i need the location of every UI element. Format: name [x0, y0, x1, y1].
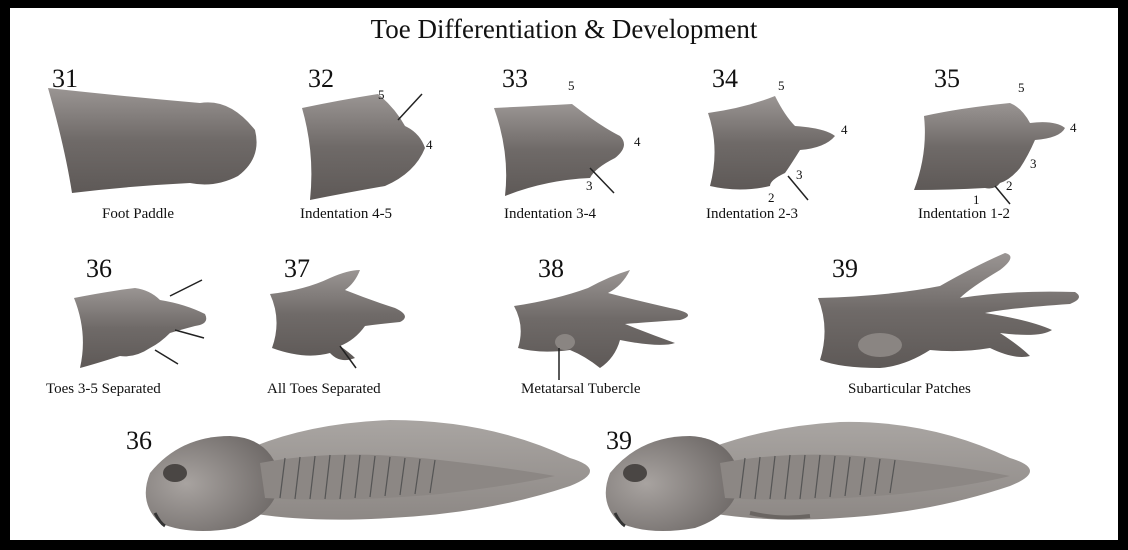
- stage-32-foot: 5 4: [302, 87, 433, 200]
- toe-label: 5: [378, 87, 385, 102]
- toe-label: 2: [1006, 178, 1013, 193]
- tadpole-stage-number: 36: [126, 426, 152, 456]
- toe-label: 3: [796, 167, 803, 182]
- diagram-title: Toe Differentiation & Development: [10, 14, 1118, 45]
- stage-caption: Metatarsal Tubercle: [521, 381, 641, 398]
- stage-36-foot: [74, 280, 206, 368]
- stage-caption: All Toes Separated: [267, 381, 381, 398]
- stage-33-foot: 5 4 3: [494, 78, 641, 196]
- stage-caption: Toes 3-5 Separated: [46, 381, 161, 398]
- toe-label: 3: [586, 178, 593, 193]
- stage-number: 36: [86, 254, 112, 284]
- stage-37-foot: [270, 270, 405, 368]
- toe-label: 4: [1070, 120, 1077, 135]
- stage-34-foot: 5 4 3 2: [708, 78, 848, 205]
- stage-number: 38: [538, 254, 564, 284]
- stage-number: 35: [934, 64, 960, 94]
- stage-caption: Foot Paddle: [102, 206, 174, 223]
- toe-label: 5: [568, 78, 575, 93]
- toe-label: 2: [768, 190, 775, 205]
- stage-38-foot: [514, 270, 688, 380]
- stage-35-foot: 5 4 3 2 1: [914, 80, 1077, 207]
- stage-number: 31: [52, 64, 78, 94]
- stage-caption: Indentation 3-4: [504, 206, 596, 223]
- toe-label: 3: [1030, 156, 1037, 171]
- toe-label: 1: [973, 192, 980, 207]
- toe-label: 5: [778, 78, 785, 93]
- tadpole-39: [606, 422, 1030, 531]
- diagram-panel: 5 4 5 4 3 5 4 3 2 5 4 3 2 1: [10, 8, 1118, 540]
- stage-caption: Indentation 2-3: [706, 206, 798, 223]
- stage-caption: Subarticular Patches: [848, 381, 971, 398]
- stage-number: 39: [832, 254, 858, 284]
- stage-number: 33: [502, 64, 528, 94]
- stage-caption: Indentation 1-2: [918, 206, 1010, 223]
- stage-number: 32: [308, 64, 334, 94]
- tadpole-stage-number: 39: [606, 426, 632, 456]
- toe-label: 4: [634, 134, 641, 149]
- stage-number: 34: [712, 64, 738, 94]
- tadpole-36: [146, 420, 590, 531]
- toe-label: 4: [841, 122, 848, 137]
- toe-label: 4: [426, 137, 433, 152]
- toe-label: 5: [1018, 80, 1025, 95]
- foot-paddle-shape: [48, 88, 257, 193]
- stage-caption: Indentation 4-5: [300, 206, 392, 223]
- stage-number: 37: [284, 254, 310, 284]
